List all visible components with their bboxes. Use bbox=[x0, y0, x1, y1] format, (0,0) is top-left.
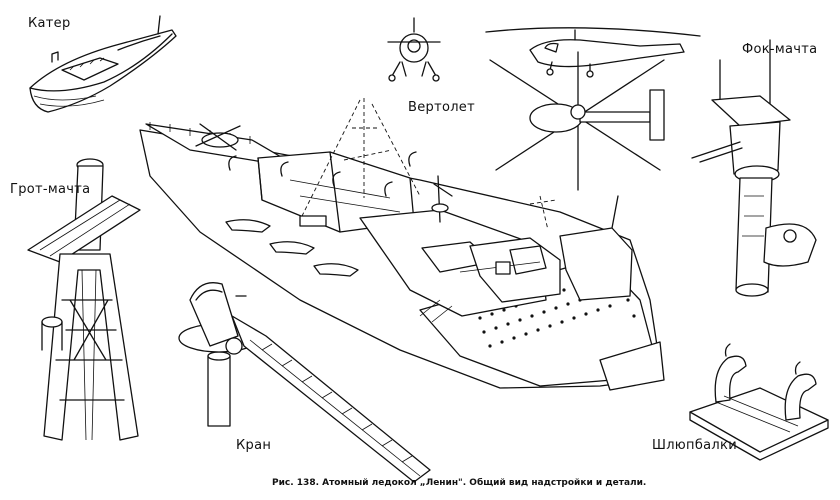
label-helicopter: Вертолет bbox=[408, 100, 475, 115]
label-davits: Шлюпбалки bbox=[652, 438, 737, 453]
helicopter-illustration bbox=[387, 17, 701, 191]
label-main-mast: Грот-мачта bbox=[10, 182, 91, 197]
motor-boat-illustration bbox=[29, 15, 177, 113]
foremast-illustration bbox=[691, 39, 817, 297]
figure-caption: Рис. 138. Атомный ледокол „Ленин". Общий… bbox=[272, 478, 647, 488]
label-foremast: Фок-мачта bbox=[742, 42, 818, 57]
main-mast-illustration bbox=[27, 158, 141, 441]
crane-illustration bbox=[178, 282, 431, 483]
icebreaker-illustration bbox=[139, 98, 665, 391]
label-motor-boat: Катер bbox=[28, 16, 71, 31]
label-crane: Кран bbox=[236, 438, 272, 453]
davits-illustration bbox=[689, 343, 829, 461]
